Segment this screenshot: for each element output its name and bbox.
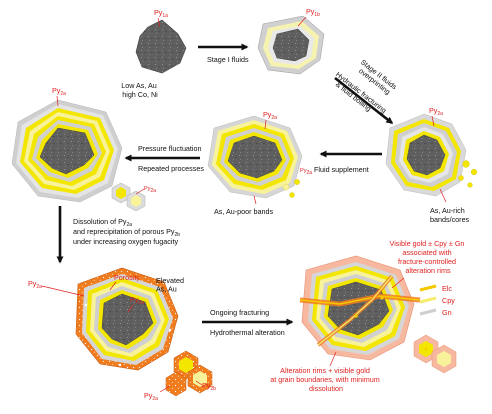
label-repeated-processes: Repeated processes [138, 164, 204, 173]
legend-label-gn: Gn [442, 308, 452, 317]
pointer-py1a [157, 17, 161, 28]
label-py1b: Py1b [306, 7, 320, 18]
pointer-py2a-stage6-bottom [159, 385, 171, 393]
note-low-as-au: Low As, Au high Co, Ni [121, 81, 159, 99]
pointer-porosity [109, 281, 117, 291]
pointer-py2a-stage5 [56, 95, 59, 107]
pointer-py2a-stage6-mid [127, 304, 134, 313]
note-elevated: Elevated As, Au [156, 276, 186, 294]
pointer-alteration-bottom [329, 351, 337, 367]
small-grains-stage3 [458, 160, 478, 188]
label-py2a-stage4: Py2a [263, 110, 277, 121]
label-py2a-stage5: Py2a [52, 86, 66, 97]
legend-swatch-cpy [419, 296, 437, 304]
label-stage1-fluids: Stage I fluids [207, 55, 249, 64]
label-ongoing-fracturing: Ongoing fracturing [210, 308, 269, 317]
label-py2a-stage6-bottom: Py2a [144, 391, 158, 402]
label-py2a-stage3: Py2a [429, 106, 443, 117]
legend-swatch-gn [419, 308, 437, 316]
legend-swatch-elc [419, 284, 437, 292]
pointer-py1b [297, 16, 307, 27]
label-py2a-stage6-mid: Py2a [130, 295, 144, 306]
label-fluid-supplement: Fluid supplement [314, 165, 369, 174]
note-as-au-poor: As, Au-poor bands [214, 207, 274, 216]
label-stage2-group: Stage II fluids overprinting Hydraulic f… [334, 57, 399, 115]
pointer-py2a-stage3 [431, 115, 435, 127]
grain-stage7 [299, 255, 421, 361]
label-py2a-stage4-small: Py2a [300, 168, 312, 176]
grain-stage6 [75, 267, 179, 371]
pointer-py2a-stage6-left [41, 285, 85, 297]
pointer-as-au-rich [439, 188, 447, 203]
label-py2a-stage6-left: Py2a [28, 279, 42, 290]
pointer-py2a-stage5-small [135, 188, 145, 195]
arrow-stage2 [334, 76, 394, 125]
label-pressure-fluctuation: Pressure fluctuation [138, 144, 202, 153]
label-py2a-stage5-small: Py2a [144, 186, 156, 194]
label-porosity: Porosity [114, 273, 140, 282]
fragments-stage7 [413, 334, 457, 374]
legend: Elc Cpy Gn [419, 284, 455, 317]
note-as-au-rich: As, Au-rich bands/cores [430, 206, 470, 224]
label-hydrothermal-alteration: Hydrothermal alteration [210, 328, 285, 337]
label-dissolution-line2: and reprecipitation of porous Py2b [73, 227, 180, 238]
small-grains-stage5 [111, 182, 146, 212]
note-alteration-bottom: Alteration rims + visible gold at grain … [270, 366, 381, 393]
pointer-as-au-poor [253, 195, 257, 205]
grain-stage2 [257, 15, 325, 75]
label-dissolution-line1: Dissolution of Py2a [73, 217, 132, 228]
legend-label-elc: Elc [442, 284, 452, 293]
pointer-visible-gold-top [391, 277, 405, 289]
grain-stage4 [207, 115, 303, 199]
legend-label-cpy: Cpy [442, 296, 455, 305]
label-py2b-stage6: Py2b [202, 381, 216, 392]
grain-stage5 [11, 99, 123, 203]
grain-stage1 [135, 19, 187, 74]
grain-stage3 [385, 113, 467, 197]
pointer-py2b-stage6 [195, 380, 203, 386]
porous-fragments-stage6 [165, 350, 213, 397]
note-visible-gold-top: Visible gold ± Cpy ± Gn associated with … [390, 239, 467, 275]
label-dissolution-line3: under increasing oxygen fugacity [73, 237, 178, 246]
label-py1a: Py1a [154, 8, 168, 19]
small-grains-stage4 [282, 179, 300, 198]
pointer-py2a-stage4 [264, 119, 267, 130]
